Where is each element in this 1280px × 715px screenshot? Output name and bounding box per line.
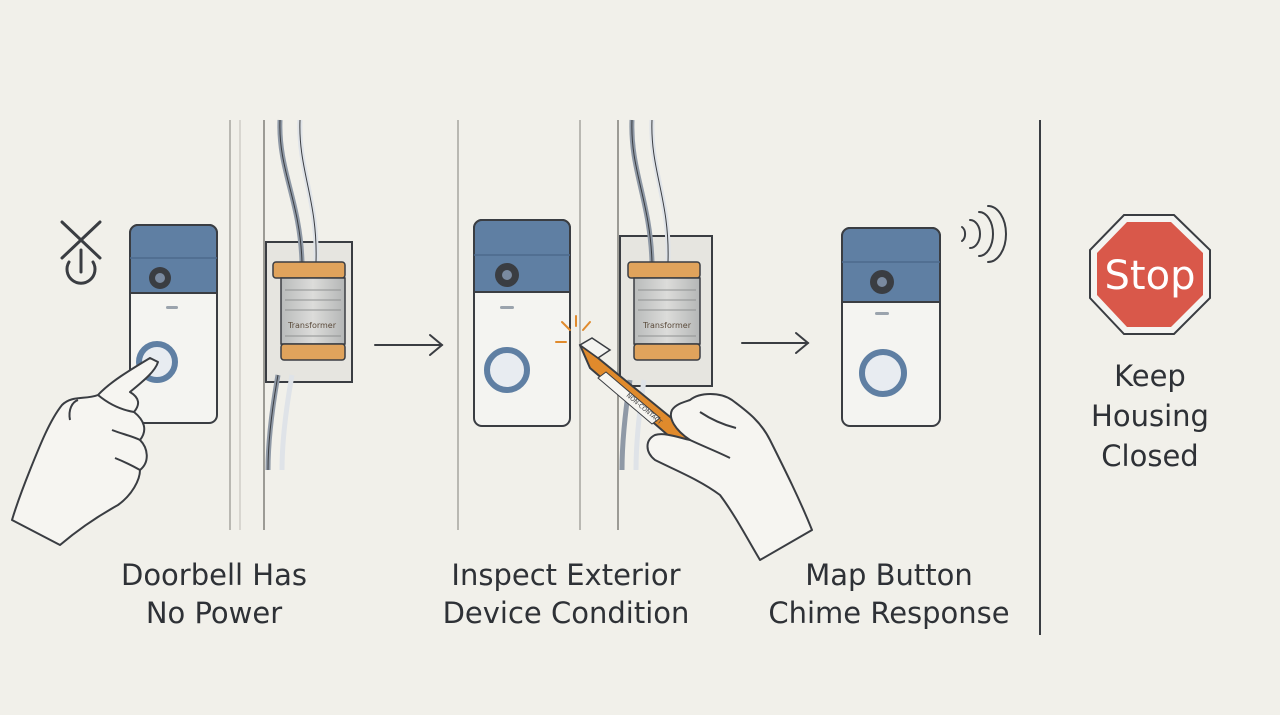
- hand-holding-tester: [646, 393, 813, 561]
- hand-pressing-button: [11, 357, 159, 546]
- stop-caption: Keep Housing Closed: [1070, 356, 1230, 476]
- arrow-right-icon: [741, 332, 810, 354]
- step-1-line2: No Power: [145, 596, 283, 630]
- doorbell-device: [129, 224, 218, 424]
- step-3-caption: Map Button Chime Response: [758, 556, 1020, 632]
- sound-waves-icon: [961, 205, 1007, 263]
- transformer-wall-box: Transformer: [619, 119, 713, 471]
- step-2-illustration: Transformer NON-CONTACT: [457, 119, 813, 561]
- stop-caption-line1: Keep: [1114, 359, 1186, 393]
- stop-sign-text: Stop: [1105, 253, 1196, 299]
- step-2-line2: Device Condition: [442, 596, 690, 630]
- step-3-line2: Chime Response: [768, 596, 1010, 630]
- step-1-line1: Doorbell Has: [120, 558, 307, 592]
- stop-sign-icon: Stop: [1089, 214, 1211, 335]
- step-2-line1: Inspect Exterior: [451, 558, 681, 592]
- stop-caption-line3: Closed: [1101, 439, 1199, 473]
- transformer-brand-label: Transformer: [642, 321, 692, 330]
- spark-icon: [555, 315, 591, 343]
- stop-caption-line2: Housing: [1091, 399, 1209, 433]
- step-1-caption: Doorbell Has No Power: [94, 556, 334, 632]
- step-2-caption: Inspect Exterior Device Condition: [436, 556, 696, 632]
- step-3-illustration: [841, 205, 1007, 427]
- step-3-line1: Map Button: [805, 558, 973, 592]
- transformer-wall-box: Transformer: [265, 119, 353, 471]
- doorbell-device: [473, 219, 571, 427]
- step-1-illustration: Transformer: [11, 119, 444, 546]
- doorbell-device: [841, 227, 941, 427]
- arrow-right-icon: [374, 334, 444, 356]
- transformer-brand-label: Transformer: [287, 321, 337, 330]
- power-off-icon: [60, 220, 102, 285]
